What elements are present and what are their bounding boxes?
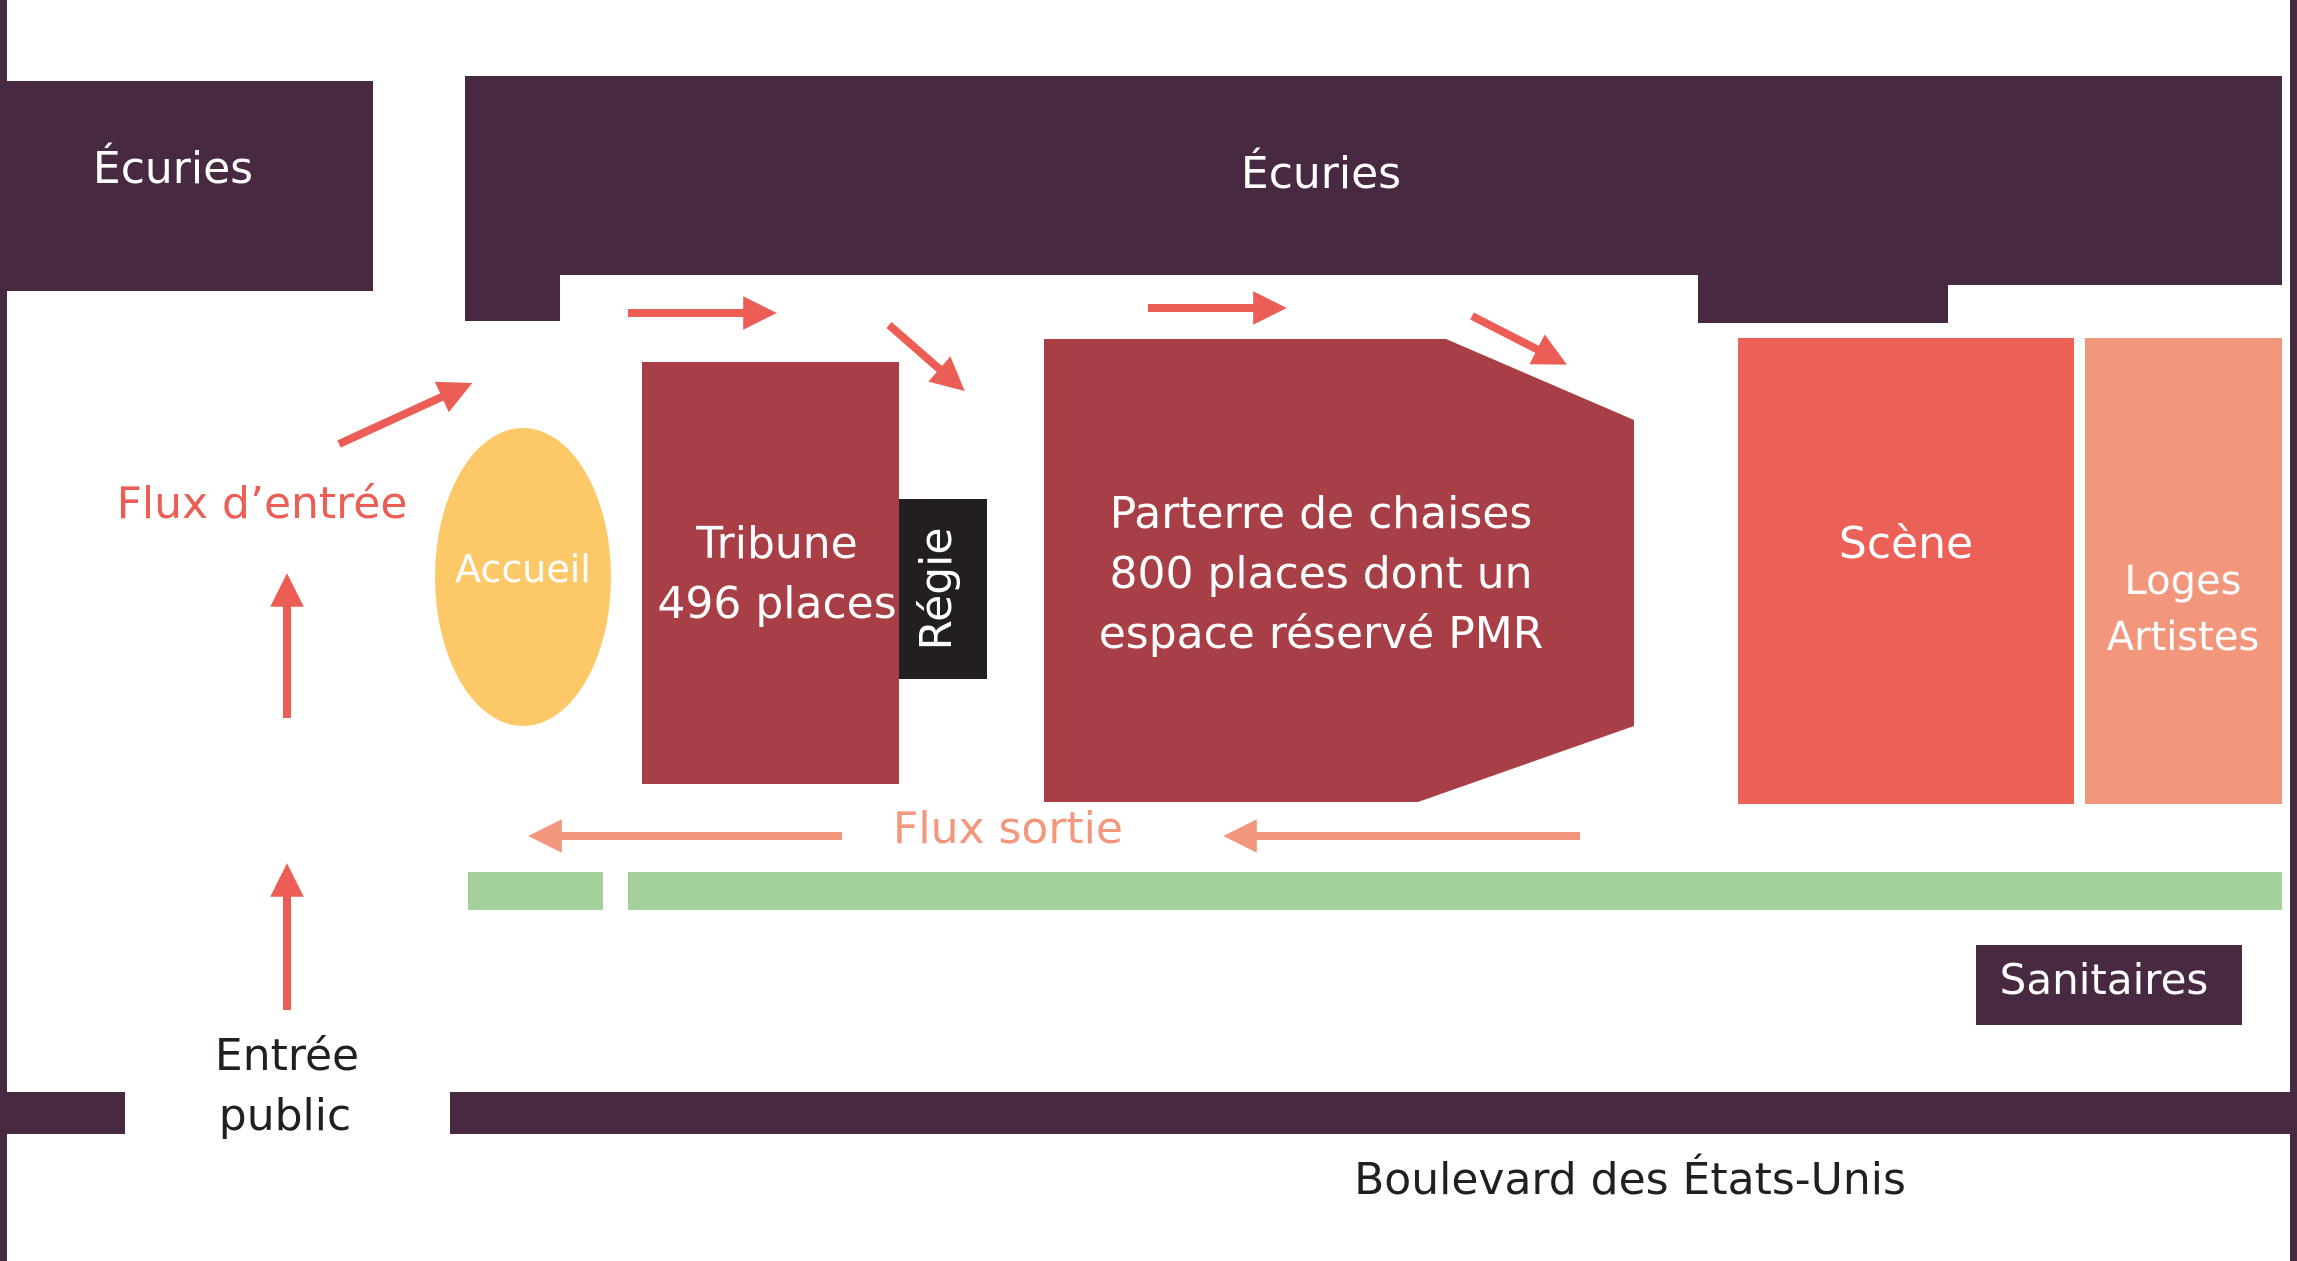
parterre-line1: Parterre de chaises (1110, 488, 1533, 539)
ecuries-top-label: Écuries (1241, 146, 1401, 199)
left-wall (0, 0, 7, 1261)
entree-public-line1: Entrée (215, 1030, 359, 1081)
tribune-line1: Tribune (695, 518, 858, 569)
flux-entree-arrow-3 (886, 321, 965, 392)
accueil-label: Accueil (455, 547, 591, 591)
flux-entree-arrow-5 (1470, 312, 1567, 365)
parterre-block (1044, 339, 1634, 802)
ecuries-left-label: Écuries (93, 141, 253, 194)
regie-block (899, 499, 987, 679)
loges-line2: Artistes (2107, 614, 2260, 660)
tribune-line2: 496 places (657, 578, 896, 629)
bottom-wall-right (450, 1092, 2297, 1134)
green-strip-small (468, 872, 603, 910)
flux-sortie-label: Flux sortie (893, 803, 1123, 854)
accueil-area (435, 428, 611, 726)
loges-block (2085, 338, 2282, 804)
flux-entree-arrow-1 (337, 381, 473, 448)
sanitaires-label: Sanitaires (2000, 955, 2209, 1004)
scene-label: Scène (1839, 518, 1973, 569)
bottom-wall-left (0, 1092, 125, 1134)
scene-block (1738, 338, 2074, 804)
loges-line1: Loges (2125, 558, 2242, 604)
parterre-line3: espace réservé PMR (1099, 608, 1544, 659)
flux-entree-label: Flux d’entrée (117, 478, 408, 529)
ecuries-top-block (465, 76, 2282, 323)
entree-public-line2: public (219, 1090, 351, 1141)
boulevard-label: Boulevard des États-Unis (1354, 1152, 1906, 1205)
sanitaires-block (1976, 945, 2242, 1025)
ecuries-left-block (0, 81, 373, 291)
tribune-block (642, 362, 899, 784)
right-wall (2290, 0, 2297, 1261)
green-strip-long (628, 872, 2282, 910)
regie-label: Régie (911, 528, 962, 651)
parterre-line2: 800 places dont un (1109, 548, 1532, 599)
